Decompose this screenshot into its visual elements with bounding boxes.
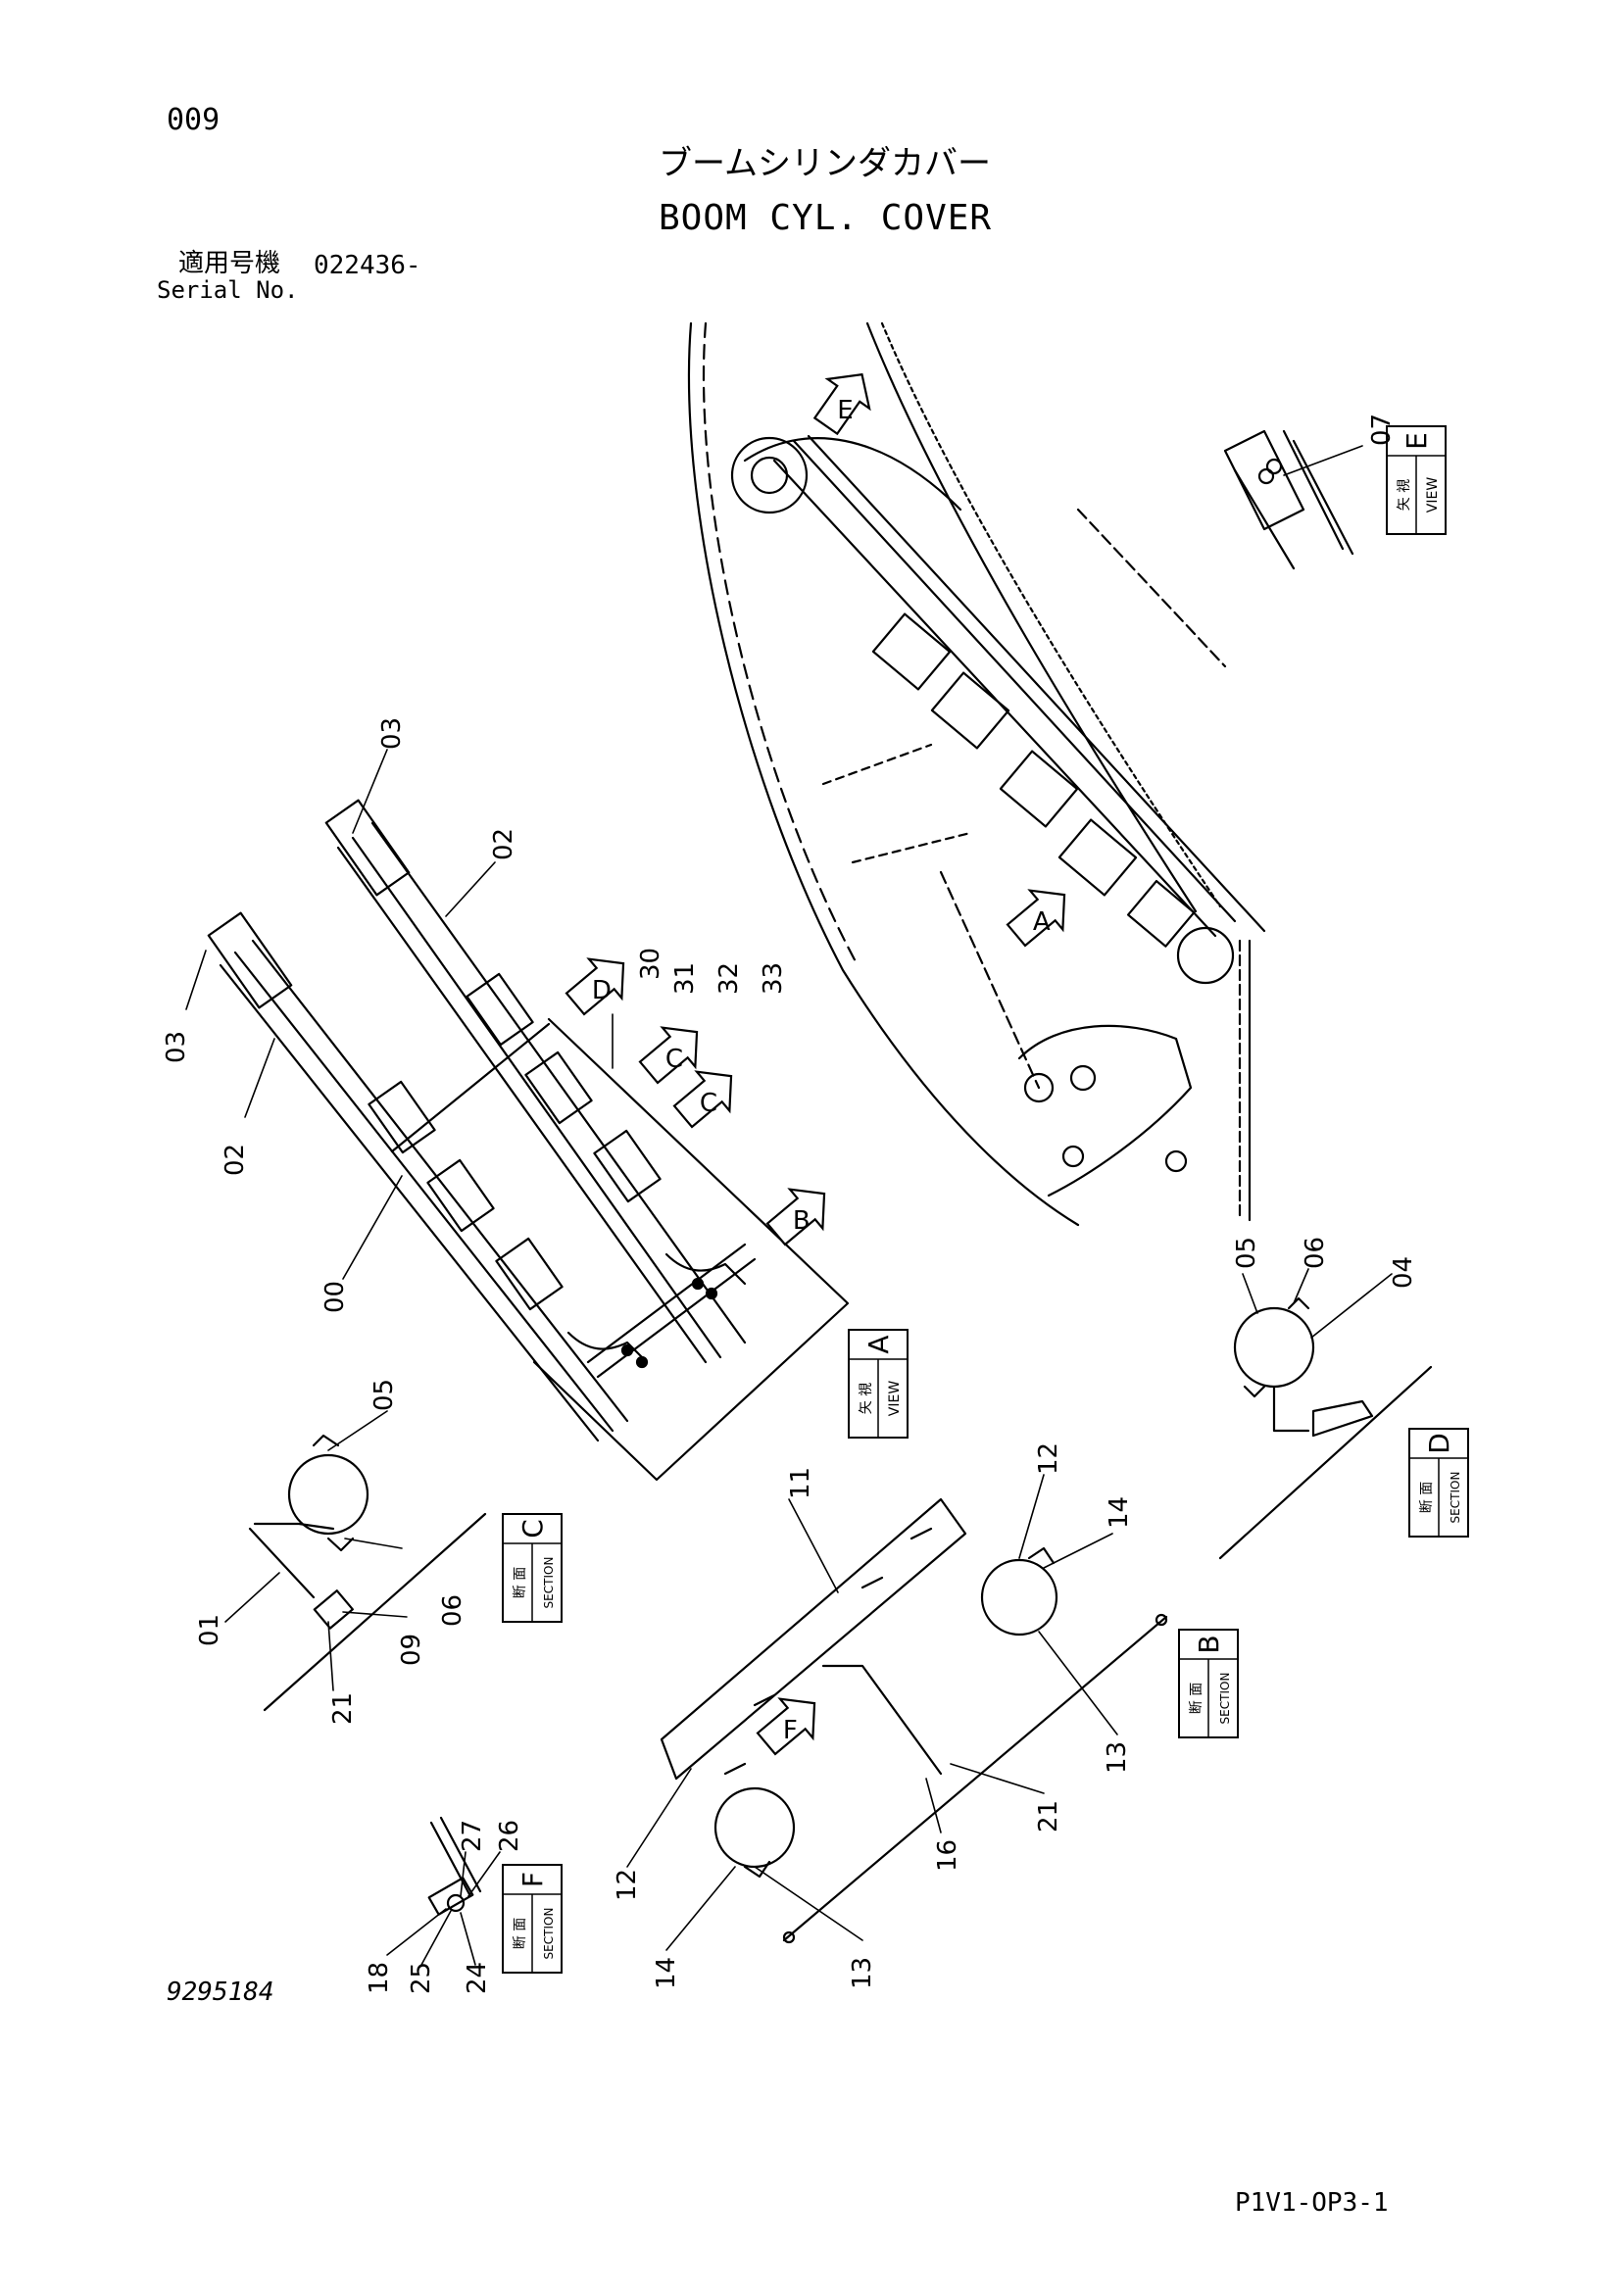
- callout: 26: [495, 1820, 524, 1852]
- view-box-a: 矢 視 VIEW A: [848, 1329, 909, 1439]
- section-box-en: SECTION: [1218, 1673, 1232, 1725]
- view-arrow-e: E: [812, 372, 871, 436]
- section-box-letter: D: [1423, 1433, 1455, 1454]
- view-arrow-label: E: [837, 396, 853, 425]
- page-number: 009: [167, 103, 221, 137]
- view-arrow-b: B: [765, 1188, 826, 1246]
- drawing-number: 9295184: [167, 1978, 274, 2007]
- callout: 00: [320, 1281, 350, 1313]
- callout: 13: [848, 1957, 877, 1989]
- view-arrow-label: C: [665, 1045, 683, 1074]
- section-box-jp: 断 面: [1189, 1683, 1204, 1714]
- callout: 31: [670, 962, 700, 995]
- callout: 05: [1232, 1237, 1261, 1269]
- callout: 33: [759, 962, 788, 995]
- view-arrow-a: A: [1006, 889, 1066, 948]
- view-arrow-f: F: [756, 1697, 816, 1756]
- section-b-detail: [660, 1497, 1168, 1944]
- boom-assembly: [687, 321, 1266, 1227]
- callout: 01: [195, 1614, 224, 1646]
- page-code: P1V1-OP3-1: [1235, 2188, 1389, 2218]
- serial-label-english: Serial No.: [157, 276, 299, 304]
- callout: 32: [714, 962, 744, 995]
- view-box-letter: A: [862, 1335, 895, 1353]
- view-box-en: VIEW: [887, 1381, 903, 1417]
- view-box-jp: 矢 視: [859, 1383, 874, 1414]
- serial-label-japanese: 適用号機: [178, 249, 281, 278]
- view-label-boxes: 矢 視 VIEW E 矢 視 VIEW A 断 面 SECTION D 断 面 …: [502, 425, 1469, 1974]
- view-a-cylinders: [207, 799, 850, 1482]
- callout: 12: [1034, 1442, 1063, 1475]
- section-box-letter: F: [516, 1872, 549, 1887]
- section-box-en: SECTION: [542, 1557, 556, 1609]
- callout: 03: [162, 1031, 191, 1063]
- section-box-d: 断 面 SECTION D: [1408, 1428, 1469, 1538]
- view-arrow-c: C: [638, 1026, 699, 1085]
- section-box-en: SECTION: [1449, 1472, 1462, 1524]
- section-box-b: 断 面 SECTION B: [1178, 1629, 1239, 1738]
- callout: 27: [458, 1820, 487, 1852]
- section-d-detail: [1218, 1296, 1433, 1560]
- callout: 21: [1034, 1800, 1063, 1832]
- callout: 06: [438, 1594, 467, 1627]
- section-box-en: SECTION: [542, 1908, 556, 1960]
- section-box-letter: C: [516, 1519, 549, 1539]
- callout: 12: [613, 1869, 642, 1901]
- section-box-jp: 断 面: [513, 1918, 528, 1949]
- leader-lines: [185, 445, 1393, 1966]
- callout: 02: [489, 828, 518, 860]
- callout: 30: [636, 948, 665, 980]
- title-english: BOOM CYL. COVER: [659, 198, 993, 238]
- section-box-f: 断 面 SECTION F: [502, 1864, 563, 1974]
- callout: 13: [1103, 1741, 1132, 1774]
- callout: 02: [221, 1144, 250, 1176]
- view-arrow-c2: C: [672, 1070, 733, 1129]
- part-callouts: 07 03 02 03 02 30 31 32 33 00 05 06 04 0…: [162, 414, 1418, 1994]
- callout: 07: [1367, 414, 1397, 446]
- section-f-detail: [427, 1816, 482, 1916]
- view-arrow-label: A: [1033, 907, 1051, 937]
- view-box-e: 矢 視 VIEW E: [1386, 425, 1447, 535]
- view-e-detail: [1223, 429, 1354, 570]
- serial-number-value: 022436-: [314, 251, 421, 280]
- view-arrow-label: C: [700, 1089, 717, 1118]
- section-box-c: 断 面 SECTION C: [502, 1513, 563, 1623]
- view-box-letter: E: [1401, 432, 1433, 450]
- callout: 14: [1105, 1496, 1134, 1529]
- section-box-jp: 断 面: [1419, 1482, 1435, 1513]
- callout: 25: [407, 1962, 436, 1994]
- callout: 21: [328, 1692, 358, 1725]
- callout: 04: [1389, 1256, 1418, 1289]
- callout: 09: [397, 1634, 426, 1666]
- callout: 14: [652, 1957, 681, 1989]
- section-box-letter: B: [1193, 1635, 1225, 1653]
- title-japanese: ブームシリンダカバー: [659, 144, 991, 183]
- view-arrow-label: F: [783, 1716, 798, 1745]
- callout: 16: [933, 1839, 962, 1872]
- view-arrow-label: D: [592, 976, 612, 1005]
- callout: 03: [377, 717, 407, 750]
- view-arrow-d: D: [565, 957, 625, 1016]
- view-box-jp: 矢 視: [1397, 479, 1412, 511]
- callout: 05: [369, 1379, 399, 1411]
- section-c-detail: [248, 1434, 487, 1712]
- view-box-en: VIEW: [1425, 477, 1441, 513]
- view-arrow-label: B: [793, 1206, 811, 1236]
- section-box-jp: 断 面: [513, 1567, 528, 1598]
- callout: 06: [1301, 1237, 1330, 1269]
- callout: 24: [463, 1962, 492, 1994]
- callout: 11: [786, 1467, 815, 1499]
- view-arrows: E A D C C B F: [565, 372, 1066, 1756]
- callout: 18: [365, 1962, 394, 1994]
